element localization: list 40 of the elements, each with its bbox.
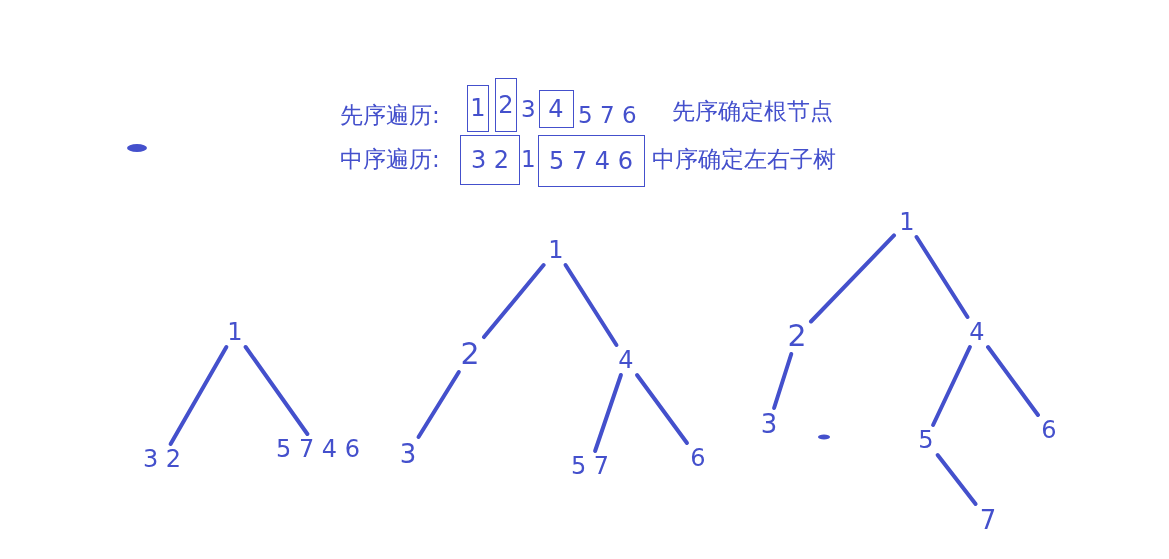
tree-branch-line [482, 263, 546, 340]
tree-branch-line [809, 233, 896, 324]
tree-node-label: 7 [975, 504, 1001, 536]
annotation-text: 1 [521, 147, 536, 171]
annotation-text: 先序确定根节点 [672, 99, 833, 123]
tree-node-label: 3 [395, 437, 421, 471]
tree-node-label: 5 7 4 6 [272, 434, 364, 464]
highlight-box: 3 2 [460, 135, 520, 185]
tree-node-label: 4 [964, 317, 990, 347]
tree-branch-line [935, 453, 978, 506]
tree-node-label: 1 [543, 235, 569, 265]
annotation-text: 中序遍历: [340, 147, 440, 171]
tree-branch-line [593, 373, 623, 453]
tree-branch-line [772, 352, 794, 410]
tree-branch-line [563, 263, 619, 347]
tree-node-label: 2 [783, 318, 811, 354]
tree-node-label: 6 [1036, 415, 1062, 445]
tree-branch-line [243, 345, 310, 436]
annotation-text: 先序遍历: [340, 103, 440, 127]
tree-node-label: 3 [756, 408, 782, 440]
tree-branch-line [931, 345, 972, 427]
tree-node-label: 2 [456, 336, 484, 372]
highlight-box: 2 [495, 78, 517, 132]
tree-branch-line [168, 345, 229, 446]
highlight-box: 1 [467, 84, 489, 132]
tree-node-label: 4 [613, 345, 639, 375]
tree-branch-line [416, 370, 461, 439]
tree-branch-line [986, 345, 1040, 417]
tree-node-label: 6 [685, 443, 711, 473]
annotation-text: 5 7 6 [578, 103, 637, 127]
tree-branch-line [635, 373, 689, 445]
highlight-box: 5 7 4 6 [537, 135, 645, 187]
tree-node-label: 1 [222, 317, 248, 347]
highlight-box: 4 [538, 90, 574, 128]
tree-branch-line [914, 235, 970, 319]
tree-node-label: 3 2 [134, 444, 190, 474]
tree-node-label: 5 [913, 425, 939, 455]
tree-node-label: 5 7 [565, 451, 615, 481]
tree-node-label: 1 [894, 207, 920, 237]
annotation-text: 3 [521, 97, 536, 121]
